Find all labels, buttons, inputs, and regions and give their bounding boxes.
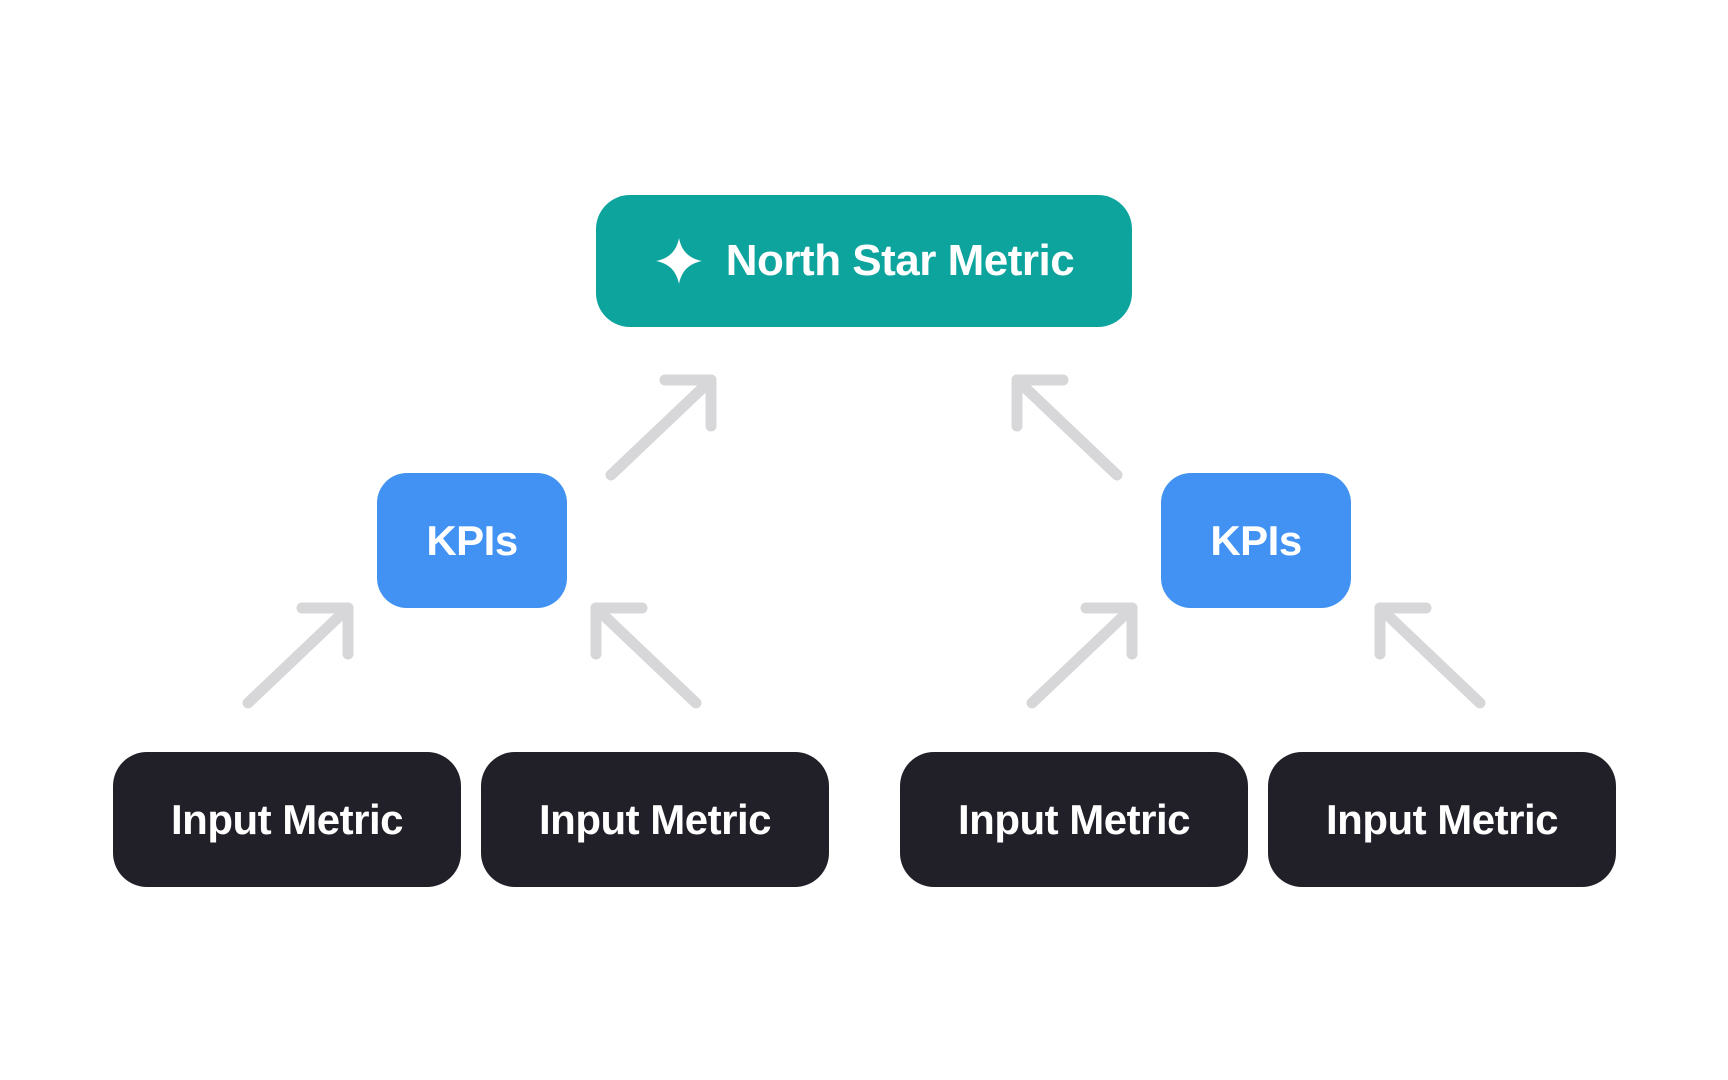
input-metric-1-label: Input Metric (171, 795, 404, 843)
arrow-input_1-to-kpi_left (242, 602, 354, 709)
input-metric-2-label: Input Metric (539, 795, 772, 843)
sparkle-icon (655, 238, 702, 284)
north-star-metric-label: North Star Metric (725, 236, 1075, 285)
node-input-metric-2: Input Metric (481, 752, 829, 887)
input-metric-3-label: Input Metric (958, 795, 1191, 843)
kpi-left-label: KPIs (426, 516, 518, 564)
node-input-metric-3: Input Metric (900, 752, 1248, 887)
node-north-star-metric: North Star Metric (596, 195, 1132, 327)
node-input-metric-4: Input Metric (1268, 752, 1616, 887)
kpi-right-label: KPIs (1210, 516, 1302, 564)
arrow-input_4-to-kpi_right (1374, 602, 1486, 709)
node-kpi-right: KPIs (1161, 473, 1351, 608)
arrow-kpi_left-to-north_star (605, 374, 717, 481)
node-kpi-left: KPIs (377, 473, 567, 608)
arrow-input_3-to-kpi_right (1026, 602, 1138, 709)
input-metric-4-label: Input Metric (1326, 795, 1559, 843)
node-input-metric-1: Input Metric (113, 752, 461, 887)
arrow-input_2-to-kpi_left (590, 602, 702, 709)
arrow-kpi_right-to-north_star (1011, 374, 1123, 481)
